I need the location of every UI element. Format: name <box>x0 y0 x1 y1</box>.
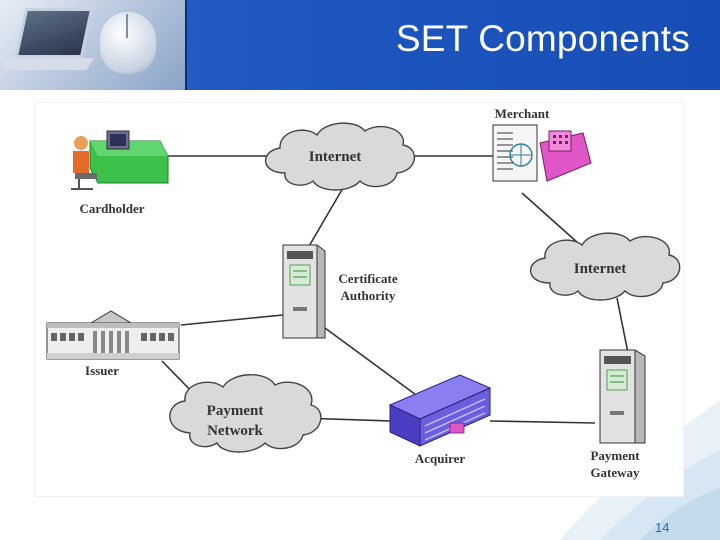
certificate-authority-label-1: Certificate <box>338 271 397 286</box>
line-internet-ca <box>304 187 344 254</box>
line-internet-gateway <box>616 297 629 354</box>
payment-network-label-2: Network <box>207 423 263 439</box>
slide-title: SET Components <box>395 18 690 59</box>
certificate-authority-server-icon <box>282 244 326 339</box>
header-divider <box>185 0 187 98</box>
header-underline <box>185 90 720 100</box>
header-band: SET Components <box>0 0 720 90</box>
internet-cloud-top <box>264 122 415 191</box>
header-photo-laptop-mouse <box>0 0 186 90</box>
internet-cloud-right <box>529 232 681 301</box>
cardholder-icon <box>71 130 169 190</box>
acquirer-label: Acquirer <box>415 451 466 466</box>
certificate-authority-label-2: Authority <box>341 288 396 303</box>
acquirer-building-icon <box>388 374 492 447</box>
page-number: 14 <box>655 520 670 535</box>
internet-right-label: Internet <box>574 261 627 277</box>
cardholder-label: Cardholder <box>80 201 145 216</box>
payment-gateway-label-1: Payment <box>590 448 640 463</box>
line-ca-acquirer <box>324 327 428 404</box>
payment-gateway-server-icon <box>599 349 646 444</box>
set-components-diagram: Cardholder Internet Merchant <box>35 103 683 496</box>
payment-network-label-1: Payment <box>207 403 264 419</box>
mouse-icon <box>100 12 156 74</box>
line-acquirer-gateway <box>489 420 596 424</box>
connection-lines <box>161 155 629 424</box>
issuer-label: Issuer <box>85 363 119 378</box>
merchant-icon <box>492 124 592 182</box>
payment-gateway-label-2: Gateway <box>590 465 640 480</box>
line-ca-issuer <box>180 314 284 326</box>
line-merchant-internet <box>521 192 579 244</box>
internet-top-label: Internet <box>309 149 362 165</box>
merchant-label: Merchant <box>495 106 550 121</box>
payment-network-cloud <box>169 374 322 453</box>
issuer-bank-icon <box>46 310 180 360</box>
